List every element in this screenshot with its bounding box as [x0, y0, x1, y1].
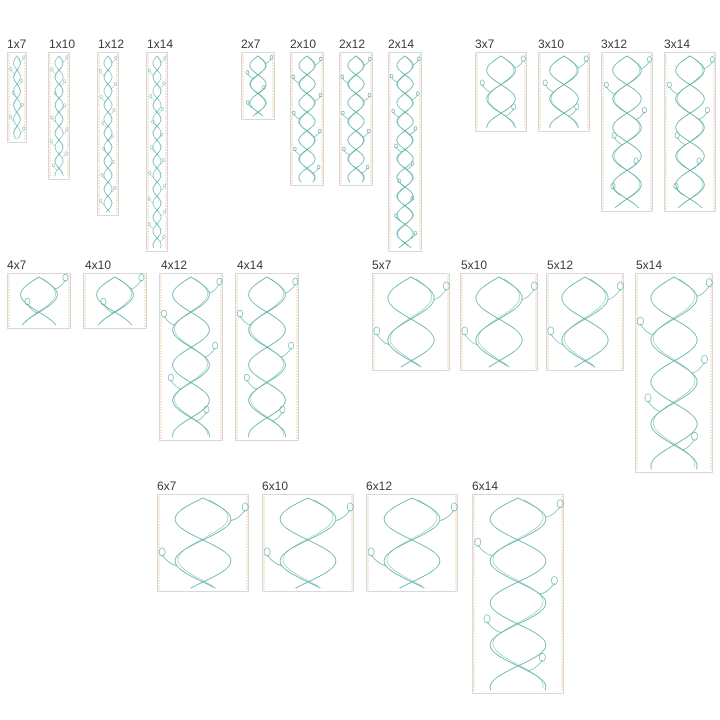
pattern-panel [7, 52, 27, 143]
vine-swirl-icon [546, 273, 624, 371]
vine-swirl-icon [460, 273, 538, 371]
size-label: 4x14 [237, 258, 264, 272]
pattern-panel [388, 52, 422, 252]
vine-swirl-icon [262, 494, 354, 592]
size-label: 5x10 [461, 258, 488, 272]
pattern-panel [460, 273, 538, 371]
size-label: 4x7 [7, 258, 27, 272]
pattern-panel [146, 52, 168, 252]
pattern-panel [546, 273, 624, 371]
vine-swirl-icon [366, 494, 458, 592]
vine-swirl-icon [7, 273, 71, 329]
pattern-panel [159, 273, 223, 441]
vine-swirl-icon [372, 273, 450, 371]
pattern-panel [83, 273, 147, 329]
size-label: 2x12 [339, 37, 366, 51]
size-label: 1x7 [7, 37, 27, 51]
vine-swirl-icon [339, 52, 373, 186]
vine-swirl-icon [83, 273, 147, 329]
vine-swirl-icon [538, 52, 590, 132]
size-label: 3x10 [538, 37, 565, 51]
pattern-panel [372, 273, 450, 371]
pattern-panel [366, 494, 458, 592]
size-label: 1x12 [98, 37, 125, 51]
size-label: 2x10 [290, 37, 317, 51]
pattern-panel [7, 273, 71, 329]
pattern-panel [601, 52, 653, 212]
vine-swirl-icon [241, 52, 275, 120]
vine-swirl-icon [157, 494, 249, 592]
pattern-panel [157, 494, 249, 592]
pattern-panel [48, 52, 70, 180]
vine-swirl-icon [635, 273, 713, 473]
vine-swirl-icon [601, 52, 653, 212]
size-label: 4x12 [161, 258, 188, 272]
size-label: 2x14 [388, 37, 415, 51]
vine-swirl-icon [97, 52, 119, 216]
pattern-panel [262, 494, 354, 592]
vine-swirl-icon [48, 52, 70, 180]
pattern-panel [290, 52, 324, 186]
pattern-panel [635, 273, 713, 473]
size-label: 6x12 [366, 479, 393, 493]
size-label: 3x12 [601, 37, 628, 51]
vine-swirl-icon [235, 273, 299, 441]
size-label: 3x14 [664, 37, 691, 51]
vine-swirl-icon [290, 52, 324, 186]
size-label: 5x12 [547, 258, 574, 272]
vine-swirl-icon [664, 52, 716, 212]
vine-swirl-icon [146, 52, 168, 252]
size-label: 6x7 [157, 479, 177, 493]
pattern-panel [241, 52, 275, 120]
size-label: 6x10 [262, 479, 289, 493]
size-label: 5x14 [636, 258, 663, 272]
pattern-panel [235, 273, 299, 441]
size-label: 4x10 [85, 258, 112, 272]
size-label: 6x14 [472, 479, 499, 493]
size-label: 5x7 [372, 258, 392, 272]
size-label: 3x7 [475, 37, 495, 51]
vine-swirl-icon [475, 52, 527, 132]
vine-swirl-icon [159, 273, 223, 441]
pattern-panel [664, 52, 716, 212]
pattern-panel [475, 52, 527, 132]
size-label: 1x10 [49, 37, 76, 51]
pattern-panel [538, 52, 590, 132]
pattern-panel [472, 494, 564, 694]
pattern-panel [339, 52, 373, 186]
vine-swirl-icon [388, 52, 422, 252]
size-label: 2x7 [241, 37, 261, 51]
vine-swirl-icon [7, 52, 27, 143]
size-label: 1x14 [147, 37, 174, 51]
vine-swirl-icon [472, 494, 564, 694]
pattern-panel [97, 52, 119, 216]
